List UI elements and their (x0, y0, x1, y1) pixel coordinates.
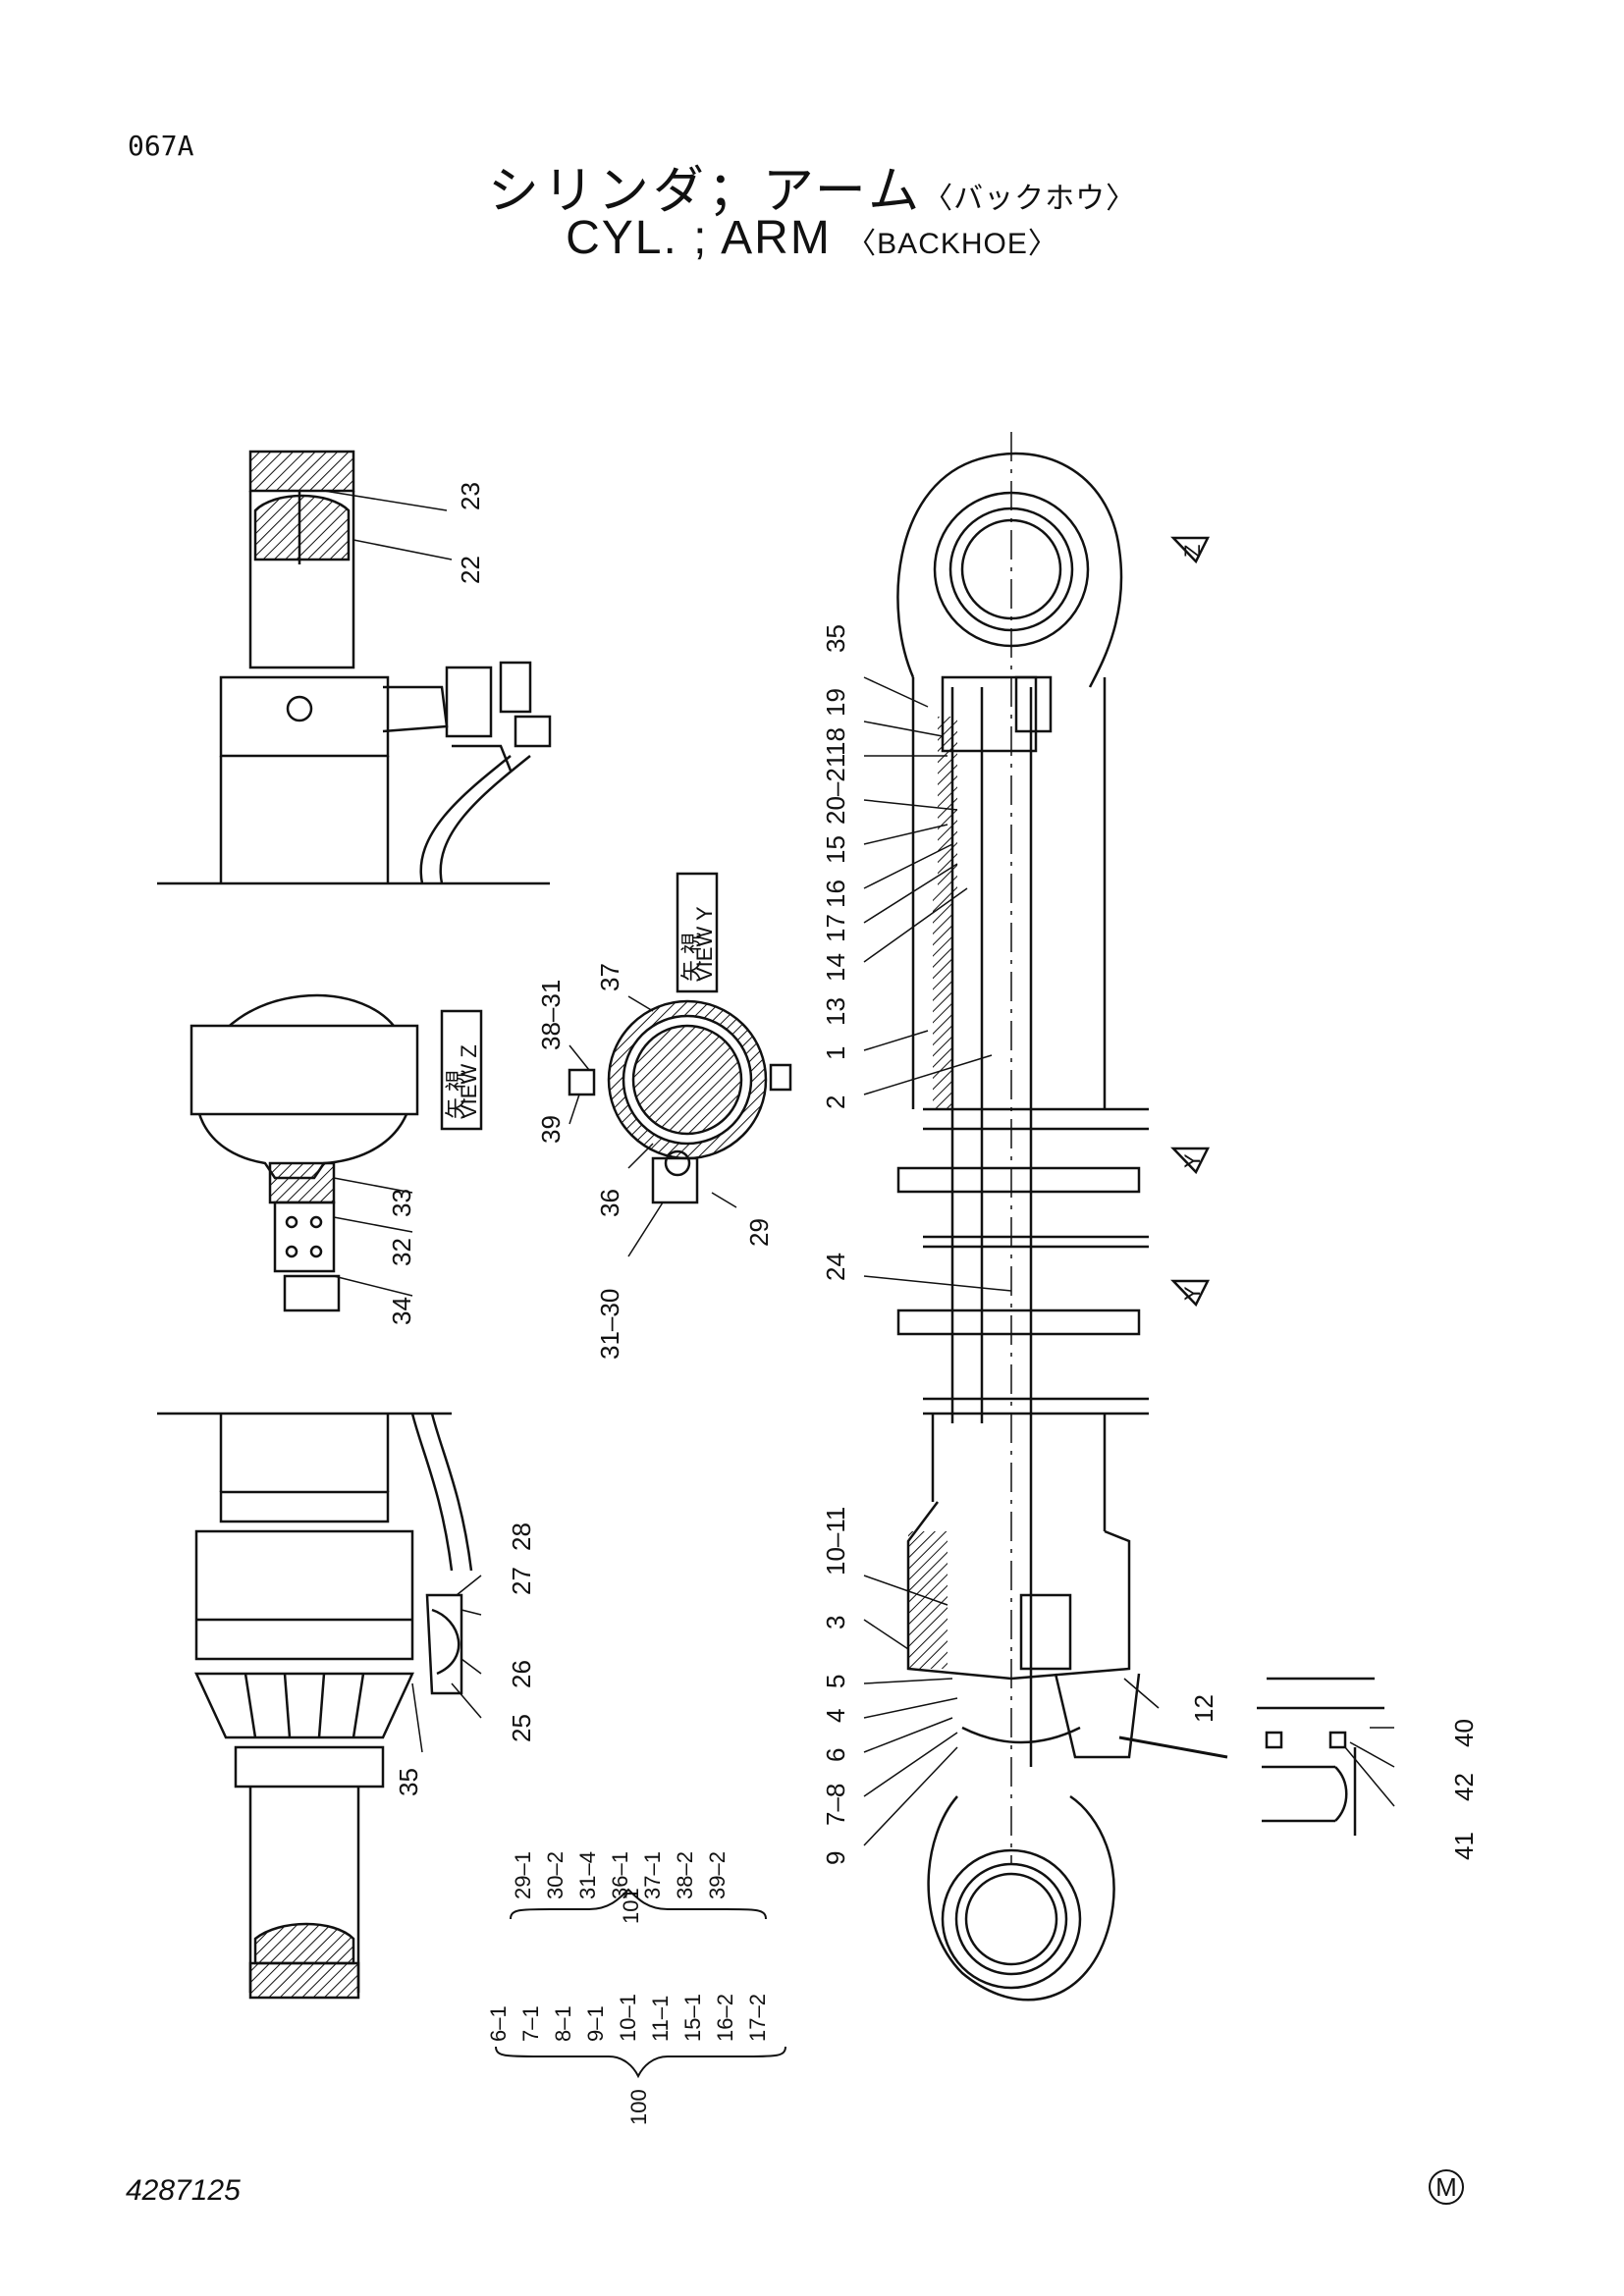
callout-33: 33 (387, 1189, 416, 1217)
callout-29: 29 (744, 1218, 774, 1247)
kit-100-item-3: 8–1 (551, 2005, 575, 2042)
callout-24: 24 (821, 1253, 850, 1281)
callout-13: 13 (821, 997, 850, 1026)
upper-left-detail (157, 450, 552, 885)
callout-labels: 23 22 35 19 18 20–21 15 16 17 14 13 1 2 … (387, 482, 1479, 1865)
view-y-detail (568, 872, 792, 1257)
callout-20-21: 20–21 (821, 754, 850, 825)
kit-100-item-7: 15–1 (680, 1994, 705, 2042)
view-labels: 矢 視 VIEW Y 矢 視 VIEW Z Z Y Y (444, 545, 1205, 1301)
callout-2: 2 (821, 1095, 850, 1109)
callout-34: 34 (387, 1297, 416, 1325)
callout-23: 23 (456, 482, 485, 510)
callout-22: 22 (456, 556, 485, 584)
callout-35b: 35 (394, 1768, 423, 1796)
kit-100-item-5: 10–1 (616, 1994, 640, 2042)
callout-36: 36 (595, 1189, 624, 1217)
kit-100-item-1: 6–1 (486, 2005, 511, 2042)
title-jp-main: シリンダ；アーム (487, 162, 924, 221)
revision-mark: M (1429, 2169, 1464, 2205)
kit-100: 100 6–1 7–1 8–1 9–1 10–1 11–1 15–1 16–2 … (486, 1994, 786, 2125)
view-y-label: VIEW Y (692, 906, 717, 982)
kit-101: 101 29–1 30–2 31–4 36–1 37–1 38–2 39–2 (510, 1851, 767, 1924)
callout-16: 16 (821, 880, 850, 908)
kit-101-item-3: 31–4 (575, 1851, 600, 1899)
callout-19: 19 (821, 688, 850, 717)
kit-101-item-5: 37–1 (640, 1851, 665, 1899)
kit-101-number: 101 (619, 1888, 643, 1924)
callout-15: 15 (821, 835, 850, 864)
callout-12: 12 (1189, 1694, 1218, 1723)
view-z-label: VIEW Z (457, 1044, 481, 1119)
callout-32: 32 (387, 1238, 416, 1266)
title-en-sub: 〈BACKHOE〉 (846, 228, 1058, 260)
callout-6: 6 (821, 1748, 850, 1762)
title-en-main: CYL. ; ARM (566, 212, 832, 264)
kit-100-item-9: 17–2 (745, 1994, 770, 2042)
callout-25: 25 (507, 1714, 536, 1742)
callout-26: 26 (507, 1660, 536, 1688)
callout-14: 14 (821, 953, 850, 982)
kit-101-item-6: 38–2 (673, 1851, 697, 1899)
kit-101-item-2: 30–2 (543, 1851, 568, 1899)
callout-38-31: 38–31 (536, 980, 566, 1050)
title-english: CYL. ; ARM 〈BACKHOE〉 (0, 211, 1624, 265)
kit-101-item-4: 36–1 (608, 1851, 632, 1899)
callout-35a: 35 (821, 624, 850, 653)
callout-27: 27 (507, 1567, 536, 1595)
title-japanese: シリンダ；アーム〈バックホウ〉 (0, 149, 1624, 223)
kit-100-item-8: 16–2 (713, 1994, 737, 2042)
callout-40: 40 (1449, 1719, 1479, 1747)
callout-5: 5 (821, 1675, 850, 1688)
callout-41: 41 (1449, 1832, 1479, 1860)
callout-10-11: 10–11 (821, 1507, 850, 1575)
kit-100-item-4: 9–1 (583, 2005, 608, 2042)
title-jp-sub: 〈バックホウ〉 (923, 182, 1137, 216)
callout-7-8: 7–8 (821, 1784, 850, 1826)
view-y-jp: 矢 視 (679, 933, 704, 982)
leader-lines-main (863, 676, 1395, 1846)
callout-9: 9 (821, 1851, 850, 1865)
callout-17: 17 (821, 914, 850, 942)
view-z-detail (189, 993, 483, 1312)
arrow-y1-label: Y (1180, 1153, 1205, 1168)
arrow-z-label: Z (1180, 545, 1205, 558)
callout-31-30: 31–30 (595, 1289, 624, 1360)
callout-28: 28 (507, 1522, 536, 1551)
callout-1: 1 (821, 1046, 850, 1060)
arrow-y2-label: Y (1180, 1286, 1205, 1301)
callout-37: 37 (595, 963, 624, 991)
main-cylinder-drawing (896, 432, 1384, 2002)
kit-100-number: 100 (626, 2089, 651, 2125)
lower-left-detail (157, 1412, 482, 2000)
callout-3: 3 (821, 1616, 850, 1629)
view-z-jp: 矢 視 (444, 1070, 468, 1119)
kit-101-item-7: 39–2 (705, 1851, 730, 1899)
page-code: 067A (128, 130, 194, 162)
callout-42: 42 (1449, 1773, 1479, 1801)
document-number: 4287125 (126, 2174, 241, 2207)
kit-100-item-2: 7–1 (518, 2005, 543, 2042)
callout-4: 4 (821, 1709, 850, 1723)
callout-18: 18 (821, 727, 850, 756)
kit-101-item-1: 29–1 (511, 1851, 535, 1899)
callout-39: 39 (536, 1115, 566, 1144)
kit-100-item-6: 11–1 (648, 1996, 673, 2042)
